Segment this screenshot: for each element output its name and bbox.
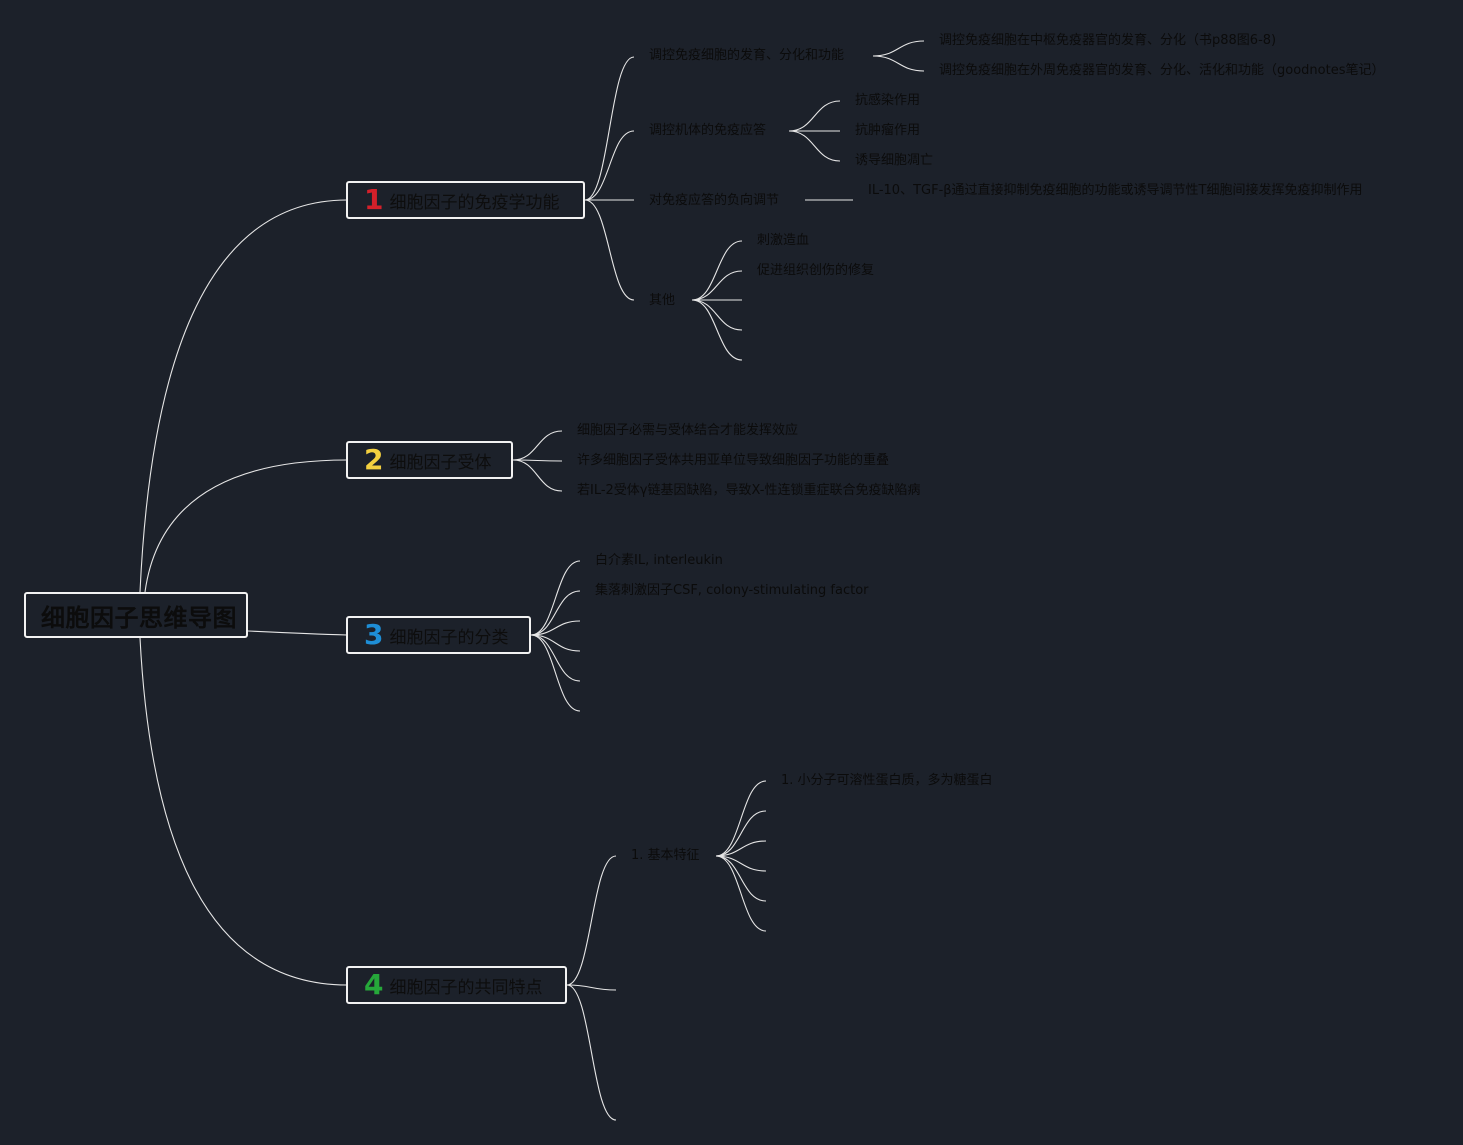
leaf-node[interactable]: 细胞因子必需与受体结合才能发挥效应 [577, 423, 799, 438]
leaf-node[interactable]: 许多细胞因子受体共用亚单位导致细胞因子功能的重叠 [577, 453, 890, 468]
branch-label: 细胞因子受体 [389, 452, 492, 473]
connector-line [566, 984, 617, 1121]
leaf-node[interactable]: 抗肿瘤作用 [855, 123, 921, 138]
branch-label: 细胞因子的共同特点 [389, 977, 543, 998]
leaf-node[interactable]: IL-10、TGF-β通过直接抑制免疫细胞的功能或诱导调节性T细胞间接发挥免疫抑… [868, 183, 1363, 198]
connector-line [512, 430, 563, 461]
branch-label: 细胞因子的分类 [389, 627, 509, 648]
connector-line [530, 560, 581, 636]
branch-label: 细胞因子的免疫学功能 [389, 192, 560, 213]
topic-node[interactable]: 对免疫应答的负向调节 [649, 193, 780, 208]
connector-line [530, 590, 581, 636]
connector-line [691, 270, 743, 301]
connector-line [691, 240, 743, 301]
connector-line [788, 130, 841, 162]
connector-line [715, 855, 767, 902]
connector-line [530, 634, 581, 652]
connector-line [530, 620, 581, 636]
connector-line [788, 100, 841, 132]
connector-line [584, 130, 635, 201]
connector-line [144, 459, 348, 593]
branch-common-features[interactable]: 4 细胞因子的共同特点 [346, 966, 567, 1004]
connector-line [715, 840, 767, 857]
leaf-node[interactable]: 若IL-2受体γ链基因缺陷，导致X-性连锁重症联合免疫缺陷病 [577, 483, 921, 498]
connector-line [715, 855, 767, 872]
connector-line [530, 634, 581, 682]
leaf-node[interactable]: 促进组织创伤的修复 [757, 263, 875, 278]
connector-line [566, 855, 617, 986]
branch-number-1: 1 [364, 183, 384, 216]
branch-number-3: 3 [364, 618, 384, 651]
root-node[interactable]: 细胞因子思维导图 [24, 592, 248, 638]
topic-node[interactable]: 调控机体的免疫应答 [649, 123, 767, 138]
connector-line [715, 780, 767, 857]
connector-line [247, 630, 348, 636]
leaf-node[interactable]: 抗感染作用 [855, 93, 921, 108]
leaf-node[interactable]: 集落刺激因子CSF, colony-stimulating factor [595, 583, 869, 598]
connector-line [139, 199, 348, 593]
connector-line [872, 40, 925, 57]
leaf-node[interactable]: 调控免疫细胞在外周免疫器官的发育、分化、活化和功能（goodnotes笔记） [939, 63, 1385, 78]
topic-node[interactable]: 调控免疫细胞的发育、分化和功能 [649, 48, 845, 63]
branch-number-2: 2 [364, 443, 384, 476]
connector-line [566, 984, 617, 991]
connector-line [584, 199, 635, 301]
connector-line [715, 855, 767, 932]
leaf-node[interactable]: 调控免疫细胞在中枢免疫器官的发育、分化（书p88图6-8) [939, 33, 1277, 48]
connector-line [872, 55, 925, 72]
connector-line [691, 299, 743, 361]
connector-line [530, 634, 581, 712]
leaf-node[interactable]: 刺激造血 [757, 233, 810, 248]
connector-line [584, 56, 635, 201]
connector-line [691, 299, 743, 331]
leaf-node[interactable]: 1. 小分子可溶性蛋白质，多为糖蛋白 [781, 773, 993, 788]
branch-receptor[interactable]: 2 细胞因子受体 [346, 441, 513, 479]
branch-classification[interactable]: 3 细胞因子的分类 [346, 616, 531, 654]
connector-line [512, 459, 563, 492]
leaf-node[interactable]: 白介素IL, interleukin [595, 553, 723, 568]
root-title: 细胞因子思维导图 [41, 603, 237, 632]
connector-line [139, 637, 348, 986]
branch-immune-function[interactable]: 1 细胞因子的免疫学功能 [346, 181, 585, 219]
topic-node[interactable]: 1. 基本特征 [631, 848, 700, 863]
leaf-node[interactable]: 诱导细胞凋亡 [855, 153, 934, 168]
connector-line [715, 810, 767, 857]
branch-number-4: 4 [364, 968, 384, 1001]
topic-node[interactable]: 其他 [649, 293, 676, 308]
